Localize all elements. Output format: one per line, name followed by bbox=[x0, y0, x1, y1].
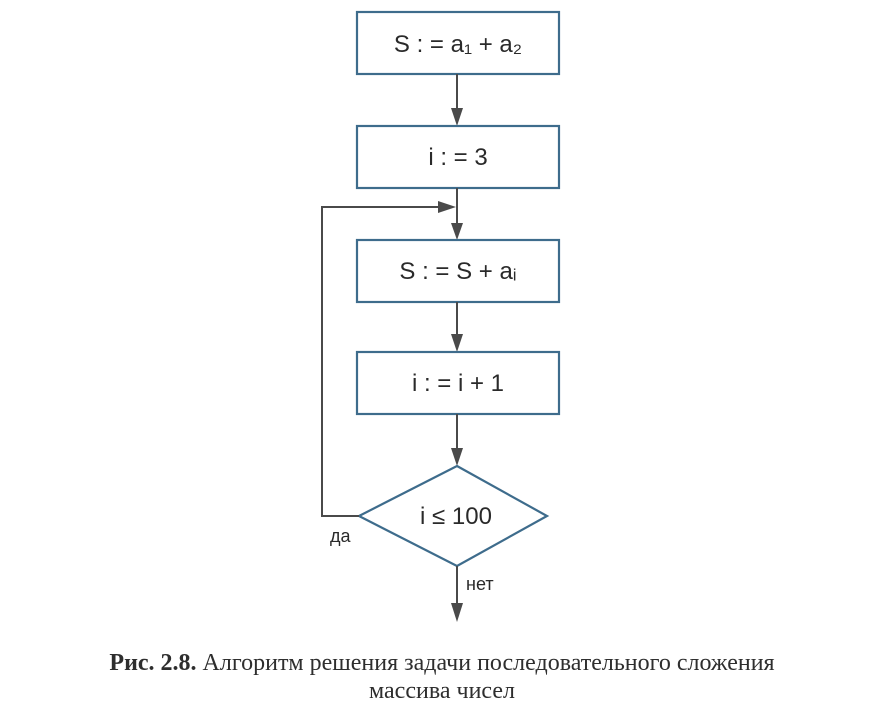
figure-number: Рис. 2.8. bbox=[109, 650, 197, 676]
process-block-2-text: i : = 3 bbox=[428, 144, 487, 171]
process-block-1 bbox=[355, 10, 561, 76]
yes-label: да bbox=[330, 526, 352, 546]
process-block-4-text: i : = i + 1 bbox=[412, 370, 504, 397]
arrowhead-2-to-3 bbox=[451, 223, 463, 240]
process-block-3-text: S : = S + aᵢ bbox=[399, 258, 516, 285]
figure-caption: Рис. 2.8. Алгоритм решения задачи послед… bbox=[0, 648, 884, 678]
process-block-2 bbox=[355, 124, 561, 190]
figure-caption-line-2: массива чисел bbox=[0, 676, 884, 706]
arrowhead-3-to-4 bbox=[451, 334, 463, 352]
process-block-3 bbox=[355, 238, 561, 304]
loop-back-line bbox=[321, 206, 440, 517]
exit-arrowhead bbox=[451, 603, 463, 622]
process-block-1-text: S : = a₁ + a₂ bbox=[394, 31, 522, 58]
flowchart-diagram: S : = a₁ + a₂ i : = 3 S : = S + aᵢ i : =… bbox=[321, 10, 561, 622]
caption-line-1: Алгоритм решения задачи последовательног… bbox=[202, 650, 775, 676]
decision-condition-text: i ≤ 100 bbox=[420, 503, 492, 530]
arrowhead-1-to-2 bbox=[451, 108, 463, 126]
arrowhead-4-to-decision bbox=[451, 448, 463, 466]
caption-line-2: массива чисел bbox=[369, 678, 515, 704]
no-label: нет bbox=[466, 574, 494, 594]
loop-back-arrowhead bbox=[438, 201, 456, 213]
